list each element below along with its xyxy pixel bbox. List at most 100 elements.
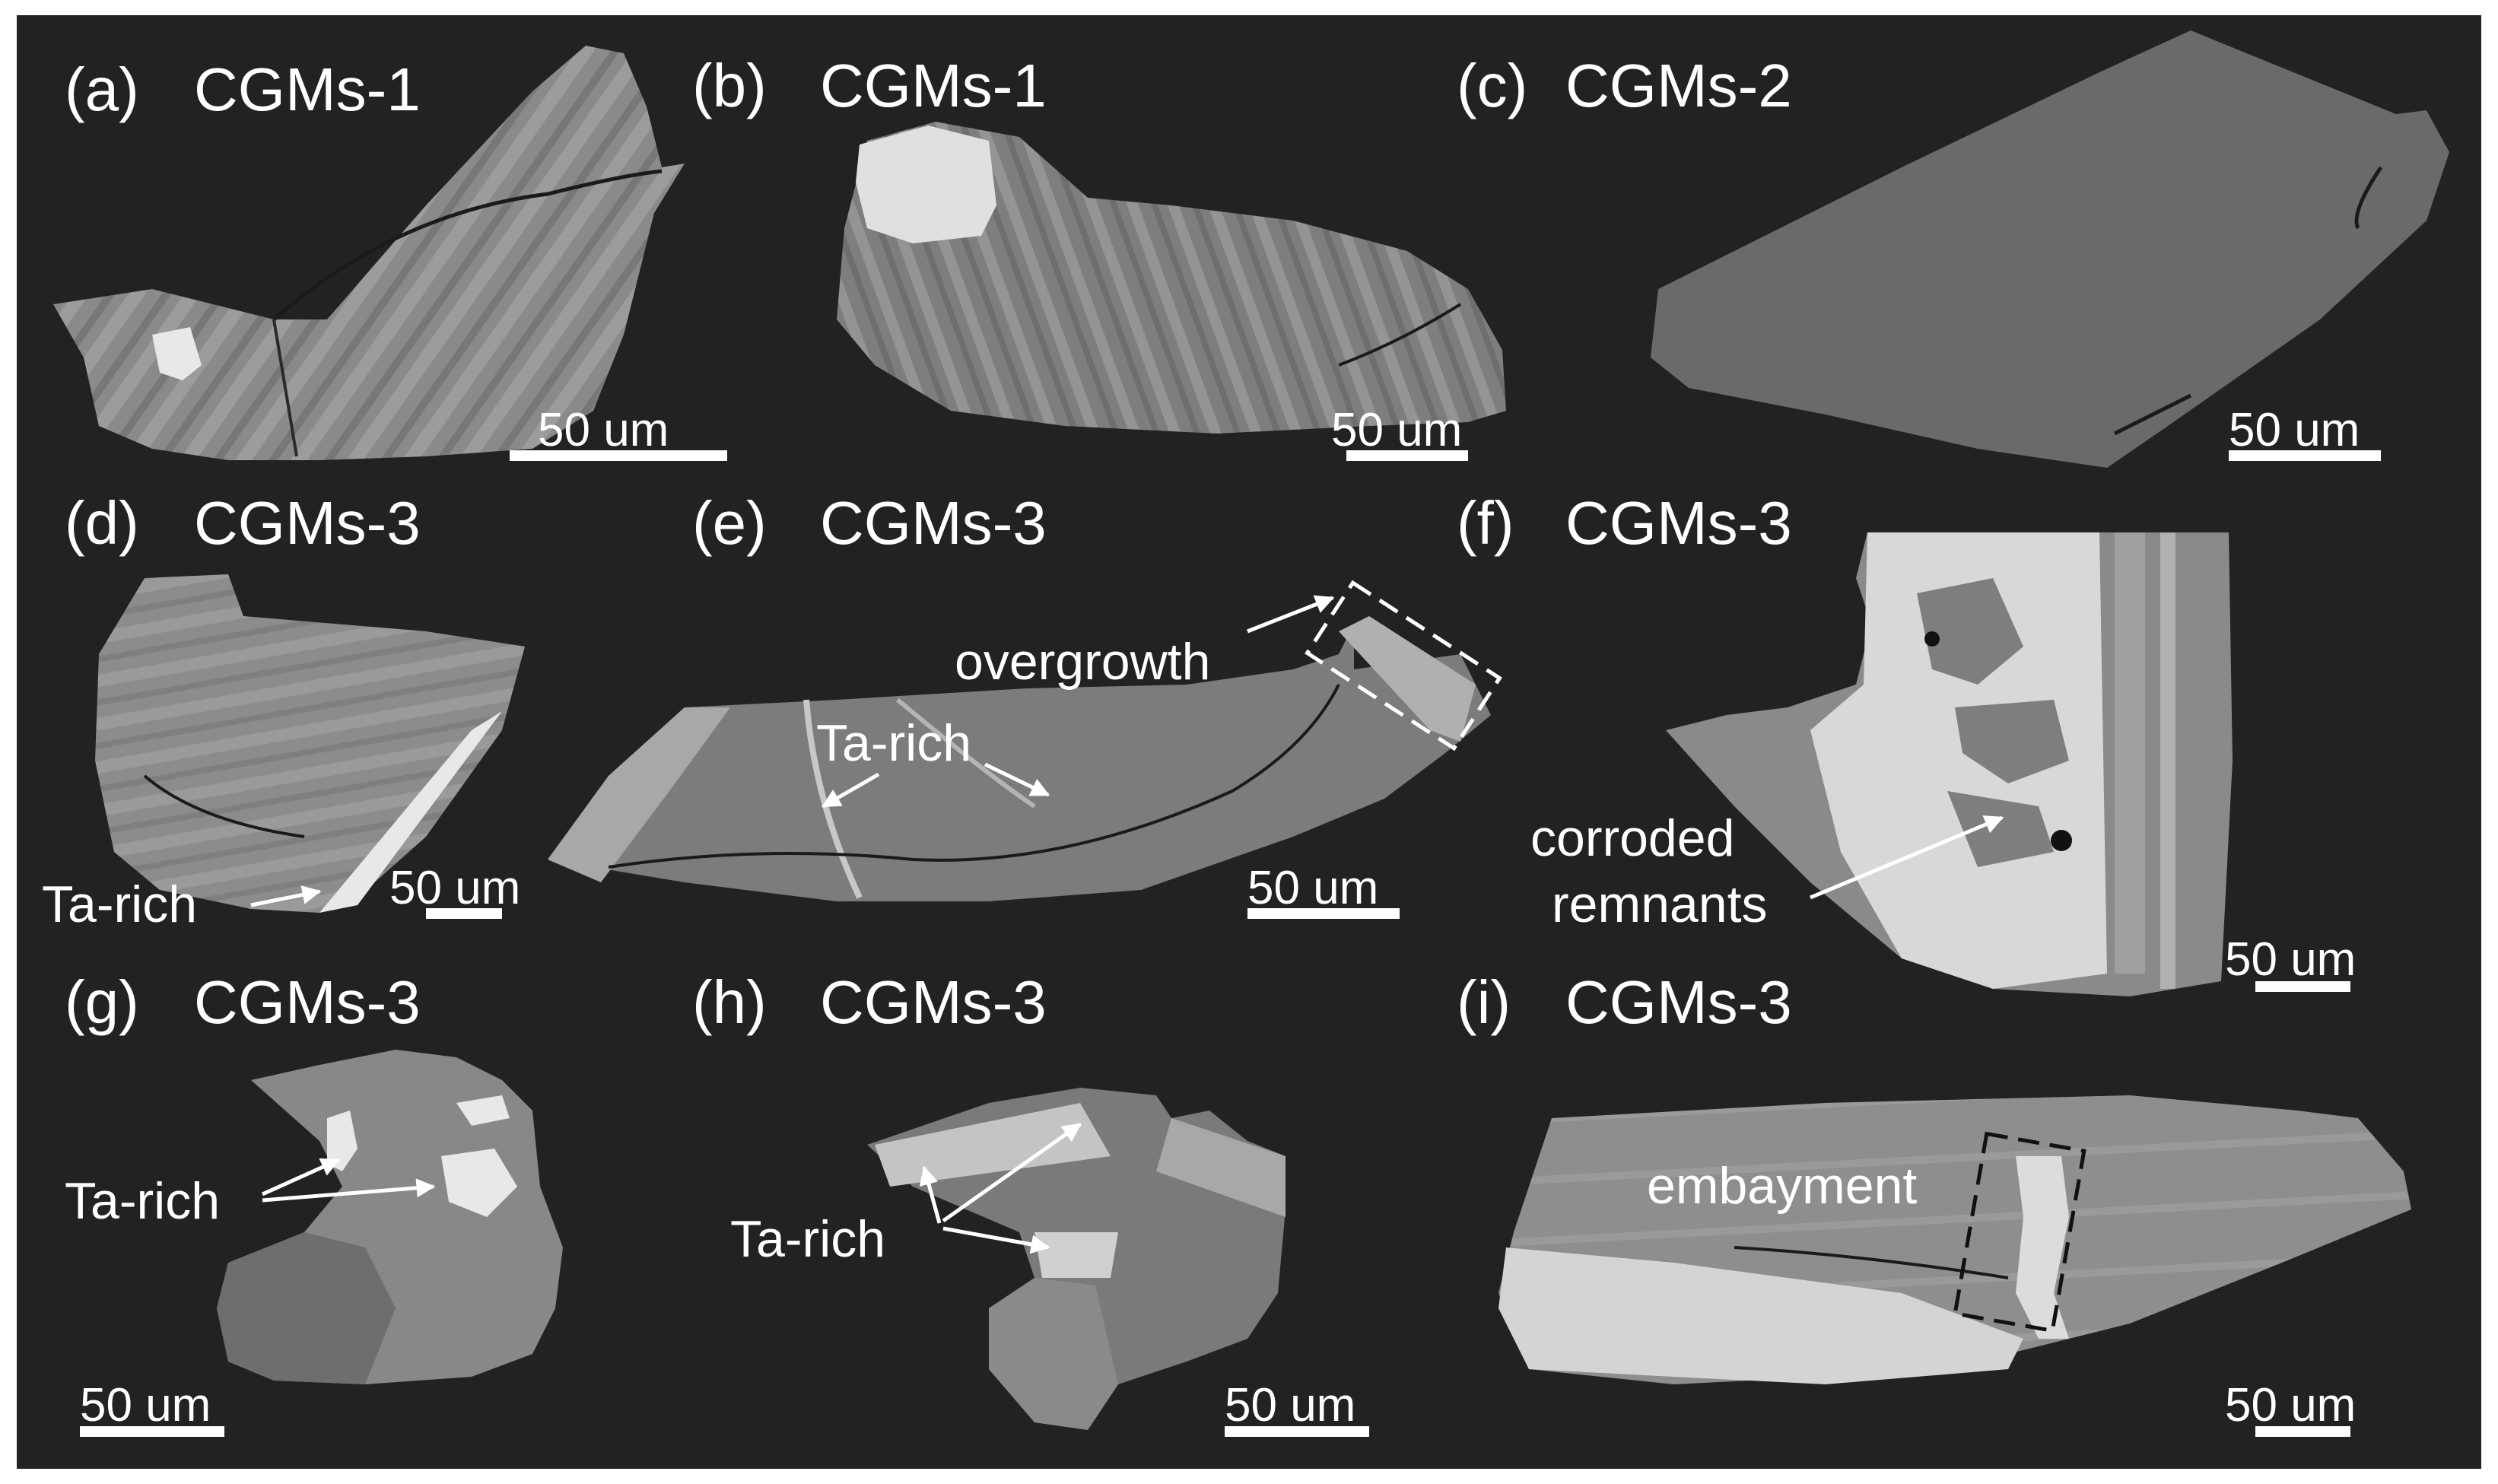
scale-bar-b xyxy=(1346,450,1468,461)
arrow-d-ta-rich xyxy=(250,885,322,907)
panel-h: (h) CGMs-3 Ta-rich 50 um xyxy=(692,968,1369,1437)
grain-e xyxy=(548,624,1491,901)
scale-label-a: 50 um xyxy=(538,404,669,456)
arrow-h-ta-rich-3 xyxy=(942,1226,1050,1254)
scale-bar-i xyxy=(2255,1426,2350,1437)
scale-bar-a xyxy=(510,450,727,461)
grain-g-ta-rich-3 xyxy=(456,1095,510,1126)
grain-e-crack xyxy=(608,684,1340,869)
grain-d-crack xyxy=(143,774,305,838)
panel-e: (e) CGMs-3 overgrowth Ta-rich 50 um xyxy=(548,489,1502,919)
grain-b xyxy=(837,122,1506,434)
scale-label-f: 50 um xyxy=(2225,933,2356,986)
grain-i-embayment xyxy=(2016,1156,2069,1339)
panel-f: (f) CGMs-3 corroded remnants 50 um xyxy=(1457,489,2356,996)
grain-e-overgrowth xyxy=(1339,616,1476,742)
grain-d xyxy=(95,574,525,913)
grain-c-crack xyxy=(2113,166,2383,436)
scale-bar-e xyxy=(1247,908,1400,919)
panel-i: (i) CGMs-3 embayment 50 um xyxy=(1457,968,2411,1437)
scale-bar-d xyxy=(426,908,502,919)
scale-label-c: 50 um xyxy=(2229,404,2360,456)
annotation-f-remnants: remnants xyxy=(1552,875,1767,933)
annotation-e-overgrowth: overgrowth xyxy=(955,633,1210,691)
scale-bar-g xyxy=(80,1426,224,1437)
scale-bar-f xyxy=(2255,981,2350,992)
sample-label-e: CGMs-3 xyxy=(820,489,1047,557)
grain-f-light-domain xyxy=(1810,532,2107,989)
grain-i-light-lower-zone xyxy=(1498,1247,2023,1384)
grain-i-crack xyxy=(1734,1246,2009,1279)
panel-b: (b) CGMs-1 50 um xyxy=(692,52,1506,461)
grain-e-left-band xyxy=(548,707,730,882)
grain-d-ta-rich-rim xyxy=(319,711,502,913)
panel-letter-i: (i) xyxy=(1457,968,1511,1036)
sample-label-a: CGMs-1 xyxy=(194,56,421,123)
annotation-f-corroded: corroded xyxy=(1530,809,1734,867)
arrow-e-overgrowth xyxy=(1247,595,1335,634)
grain-h-light-band-1 xyxy=(875,1103,1111,1187)
annotation-g-ta-rich: Ta-rich xyxy=(65,1172,220,1230)
sample-label-f: CGMs-3 xyxy=(1565,489,1792,557)
sample-label-b: CGMs-1 xyxy=(820,52,1047,119)
panel-letter-b: (b) xyxy=(692,52,767,119)
grain-h-lower-zone xyxy=(989,1278,1118,1430)
sample-label-d: CGMs-3 xyxy=(194,489,421,557)
annotation-e-ta-rich: Ta-rich xyxy=(816,714,971,772)
annotation-h-ta-rich: Ta-rich xyxy=(730,1210,885,1268)
scale-label-e: 50 um xyxy=(1247,862,1378,914)
grain-g-ta-rich-2 xyxy=(441,1149,517,1217)
panel-c: (c) CGMs-2 50 um xyxy=(1457,30,2449,468)
grain-f-remnant-2 xyxy=(1955,700,2069,783)
grain-f-remnant-1 xyxy=(1917,578,2023,685)
panel-letter-d: (d) xyxy=(65,489,139,557)
grain-f-right-band-1 xyxy=(2115,532,2145,974)
grain-b-bright-core xyxy=(856,126,996,243)
panel-g: (g) CGMs-3 Ta-rich 50 um xyxy=(65,968,563,1437)
arrow-e-ta-rich-2 xyxy=(984,762,1050,797)
scale-label-b: 50 um xyxy=(1331,404,1462,456)
grain-b-crack xyxy=(1338,303,1462,367)
panel-letter-f: (f) xyxy=(1457,489,1514,557)
dashed-box-i xyxy=(1953,1131,2086,1333)
panel-d: (d) CGMs-3 Ta-rich 50 um xyxy=(42,489,525,933)
sample-label-i: CGMs-3 xyxy=(1565,968,1792,1036)
sample-label-h: CGMs-3 xyxy=(820,968,1047,1036)
arrow-f-remnants xyxy=(1810,815,2004,900)
scale-label-g: 50 um xyxy=(80,1379,211,1432)
grain-a-crack-2 xyxy=(272,319,298,457)
arrow-g-ta-rich-1 xyxy=(261,1158,341,1196)
sample-label-c: CGMs-2 xyxy=(1565,52,1792,119)
grain-f-pore-2 xyxy=(2051,830,2072,851)
sample-label-g: CGMs-3 xyxy=(194,968,421,1036)
panel-letter-e: (e) xyxy=(692,489,767,557)
grain-a-ta-rich-spot xyxy=(152,327,202,380)
annotation-d-ta-rich: Ta-rich xyxy=(42,875,197,933)
grain-h-light-band-2 xyxy=(1156,1118,1286,1217)
grain-f-pore-1 xyxy=(1924,631,1940,647)
grain-c xyxy=(1651,30,2449,468)
panel-letter-g: (g) xyxy=(65,968,139,1036)
panel-letter-h: (h) xyxy=(692,968,767,1036)
annotation-i-embayment: embayment xyxy=(1647,1157,1917,1215)
arrow-h-ta-rich-1 xyxy=(919,1165,942,1224)
grain-e-ta-rich-vein-2 xyxy=(896,698,1036,809)
panel-a: (a) CGMs-1 50 um xyxy=(53,46,727,461)
scale-label-i: 50 um xyxy=(2225,1379,2356,1432)
grain-a-crack xyxy=(272,169,663,321)
panel-letter-a: (a) xyxy=(65,56,139,123)
scale-bar-c xyxy=(2229,450,2381,461)
arrow-h-ta-rich-2 xyxy=(942,1122,1082,1223)
grain-f-right-band-2 xyxy=(2160,532,2175,989)
grain-g-lower-zone xyxy=(217,1232,396,1384)
scale-label-d: 50 um xyxy=(389,862,520,914)
arrow-g-ta-rich-2 xyxy=(262,1178,436,1203)
grain-g-ta-rich-1 xyxy=(327,1111,358,1171)
grain-a xyxy=(53,46,685,460)
arrow-e-ta-rich-1 xyxy=(821,772,880,809)
grain-h-ta-rich xyxy=(1034,1232,1118,1278)
scale-label-h: 50 um xyxy=(1225,1379,1355,1432)
panel-letter-c: (c) xyxy=(1457,52,1527,119)
scale-bar-h xyxy=(1225,1426,1369,1437)
